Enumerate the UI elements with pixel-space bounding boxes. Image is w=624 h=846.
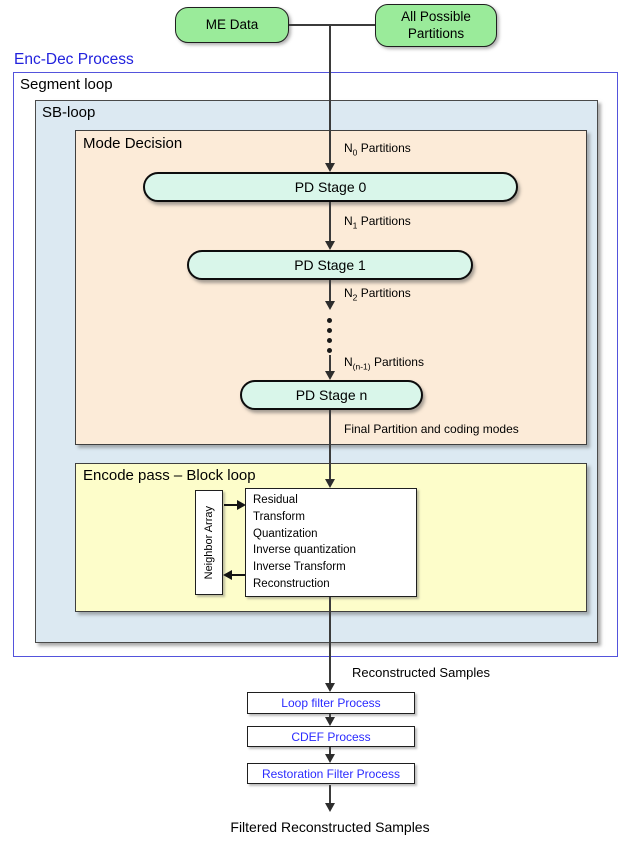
flow-arrow-to-pd0	[329, 25, 331, 163]
ellipsis-dot	[327, 328, 332, 333]
n0-partitions-label: N0 Partitions	[344, 141, 411, 158]
input-connector-line	[289, 24, 375, 26]
flow-arrow-to-pd1	[329, 202, 331, 241]
pd-stage-n-pill: PD Stage n	[240, 380, 423, 410]
me-data-label: ME Data	[205, 16, 259, 32]
process-step: Inverse quantization	[253, 544, 356, 557]
loop-filter-process-label: Loop filter Process	[281, 696, 381, 710]
ellipsis-dot	[327, 338, 332, 343]
ellipsis-dot	[327, 348, 332, 353]
flow-arrow-to-pdn	[329, 355, 331, 371]
restoration-filter-process-label: Restoration Filter Process	[261, 766, 401, 781]
process-step: Residual	[253, 494, 298, 506]
all-possible-partitions-box: All Possible Partitions	[375, 4, 497, 47]
filtered-reconstructed-samples-label: Filtered Reconstructed Samples	[230, 819, 430, 835]
mode-decision-title: Mode Decision	[83, 135, 183, 152]
neighbor-to-process-arrow	[224, 504, 237, 506]
flow-arrow-to-dots	[329, 280, 331, 301]
enc-dec-process-title: Enc-Dec Process	[14, 51, 134, 68]
process-step: Inverse Transform	[253, 561, 346, 574]
reconstructed-samples-label: Reconstructed Samples	[352, 665, 491, 680]
encode-pass-title: Encode pass – Block loop	[83, 467, 256, 484]
pd-stage-0-label: PD Stage 0	[294, 179, 367, 195]
pd-stage-n-label: PD Stage n	[295, 387, 368, 403]
flow-arrow-to-encode-pass	[329, 410, 331, 479]
pd-stage-1-pill: PD Stage 1	[187, 250, 473, 280]
cdef-process-box: CDEF Process	[247, 726, 415, 747]
neighbor-array-label: Neighbor Array	[203, 505, 215, 580]
process-step: Reconstruction	[253, 577, 330, 590]
flow-arrow-to-output	[329, 785, 331, 803]
segment-loop-label: Segment loop	[20, 76, 113, 93]
restoration-filter-process-box: Restoration Filter Process	[247, 763, 415, 784]
n2-partitions-label: N2 Partitions	[344, 286, 411, 303]
nn1-partitions-label: N(n-1) Partitions	[344, 355, 424, 372]
block-process-box: Residual Transform Quantization Inverse …	[245, 488, 417, 597]
process-step: Quantization	[253, 527, 318, 540]
process-to-neighbor-arrow	[232, 574, 245, 576]
pd-stage-0-pill: PD Stage 0	[143, 172, 518, 202]
flow-arrow-to-restoration	[329, 747, 331, 754]
flow-arrow-to-loop-filter	[329, 597, 331, 683]
sb-loop-label: SB-loop	[42, 104, 96, 121]
neighbor-array-box: Neighbor Array	[195, 490, 223, 595]
pd-stage-1-label: PD Stage 1	[294, 257, 366, 273]
all-possible-partitions-label: All Possible Partitions	[401, 8, 471, 41]
final-partition-label: Final Partition and coding modes	[344, 422, 519, 436]
flow-arrow-to-cdef	[329, 714, 331, 717]
n1-partitions-label: N1 Partitions	[344, 214, 411, 231]
loop-filter-process-box: Loop filter Process	[247, 692, 415, 714]
ellipsis-dot	[327, 318, 332, 323]
process-step: Transform	[253, 510, 305, 523]
me-data-box: ME Data	[175, 7, 289, 43]
cdef-process-label: CDEF Process	[291, 729, 371, 744]
